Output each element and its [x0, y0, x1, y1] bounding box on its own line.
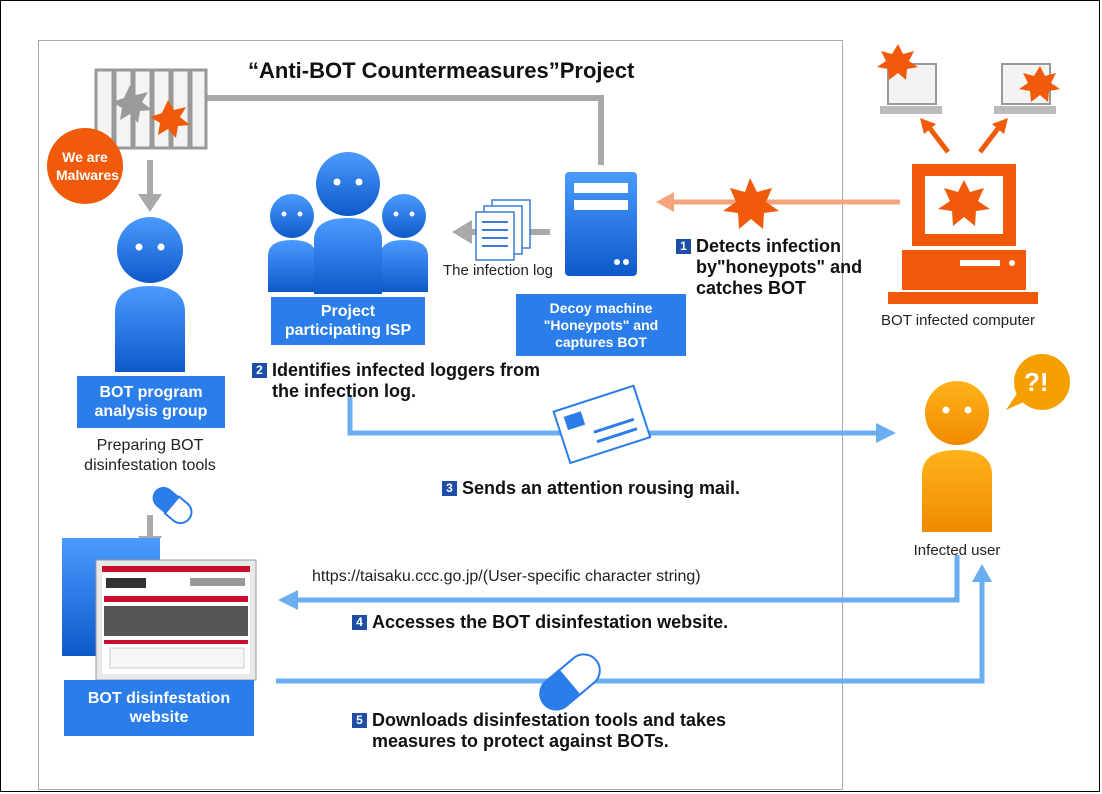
- person-icon: [115, 217, 185, 372]
- url-label: https://taisaku.ccc.go.jp/(User-specific…: [312, 568, 701, 585]
- mail-icon: [552, 384, 652, 465]
- jail-icon: [94, 68, 208, 150]
- step-4: 4 Accesses the BOT disinfestation websit…: [352, 612, 812, 633]
- server-icon: [565, 172, 637, 276]
- isp-label-box: Project participating ISP: [271, 297, 425, 345]
- step-3: 3 Sends an attention rousing mail.: [442, 478, 822, 499]
- step-3-text: Sends an attention rousing mail.: [462, 478, 741, 498]
- page-title: “Anti-BOT Countermeasures”Project: [248, 58, 635, 83]
- honeypot-label-box: Decoy machine "Honeypots" and captures B…: [516, 294, 686, 356]
- step-5-text: Downloads disinfestation tools and takes…: [372, 710, 727, 751]
- document-icon: [475, 199, 531, 261]
- step-5: 5 Downloads disinfestation tools and tak…: [352, 710, 782, 752]
- infected-user-label: Infected user: [913, 542, 1001, 559]
- step-3-number: 3: [442, 481, 457, 496]
- infection-log-label: The infection log: [442, 262, 554, 279]
- computer-icon: [888, 164, 1038, 304]
- download-arrow: [276, 564, 992, 684]
- capsule-icon: [152, 486, 196, 528]
- step-2-text: Identifies infected loggers from the inf…: [272, 360, 541, 401]
- malware-icon: [723, 178, 779, 229]
- malware-bubble-label: We are Malwares: [56, 149, 120, 183]
- isp-group-icon: [268, 152, 428, 294]
- infected-user-icon: [922, 354, 1070, 532]
- mail-arrow: [347, 395, 896, 443]
- step-2: 2 Identifies infected loggers from the i…: [252, 360, 562, 402]
- step-4-number: 4: [352, 615, 367, 630]
- small-infected-computers: [877, 44, 1060, 154]
- step-1: 1 Detects infection by"honeypots" and ca…: [676, 236, 886, 299]
- bot-infected-computer-label: BOT infected computer: [881, 312, 1035, 329]
- step-1-number: 1: [676, 239, 691, 254]
- capsule-icon-2: [539, 653, 601, 711]
- malware-bubble: [47, 128, 123, 204]
- website-label-box: BOT disinfestation website: [64, 680, 254, 736]
- step-2-number: 2: [252, 363, 267, 378]
- preparing-tools-caption: Preparing BOT disinfestation tools: [84, 437, 216, 474]
- step-4-text: Accesses the BOT disinfestation website.: [372, 612, 729, 632]
- step-5-number: 5: [352, 713, 367, 728]
- bot-traffic-arrow: [656, 178, 900, 229]
- step-1-text: Detects infection by"honeypots" and catc…: [696, 236, 863, 298]
- project-boundary: [38, 40, 843, 790]
- website-screenshot-icon: [62, 538, 257, 681]
- analysis-group-label-box: BOT program analysis group: [77, 376, 225, 428]
- gray-arrow-head-left: [452, 220, 472, 244]
- access-arrow: [278, 555, 960, 610]
- gray-arrow-head-down: [138, 194, 162, 212]
- question-mark-label: ?!: [1024, 367, 1049, 397]
